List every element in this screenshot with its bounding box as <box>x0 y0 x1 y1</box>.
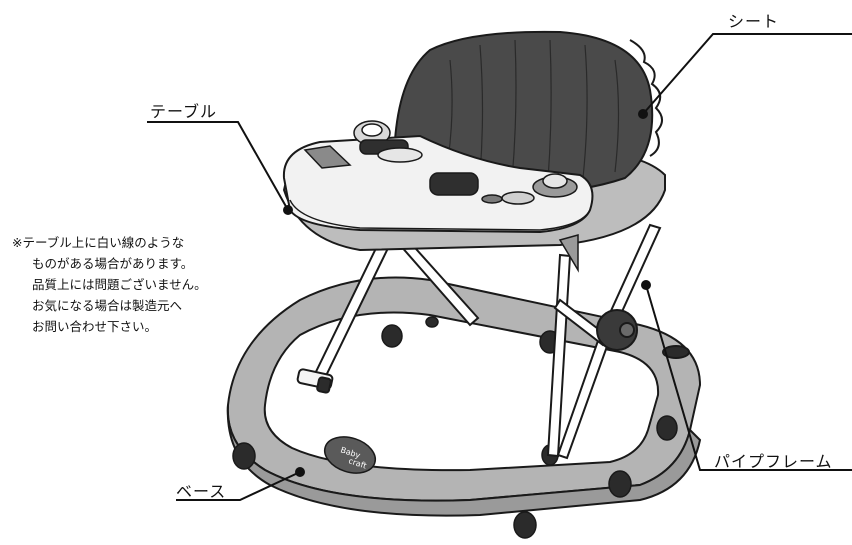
brand-logo: Baby craft <box>323 436 377 474</box>
callout-dots <box>283 109 651 477</box>
note-line: お問い合わせ下さい。 <box>32 319 158 334</box>
pipe-frame-label: パイプフレーム <box>714 452 833 471</box>
table-label: テーブル <box>150 102 218 121</box>
callout-lines <box>147 33 852 501</box>
tray-toys <box>303 120 578 205</box>
base-label: ベース <box>176 482 227 501</box>
pipe-frame <box>296 223 690 460</box>
walker-table <box>282 30 666 273</box>
note-line: ものがある場合があります。 <box>32 256 194 271</box>
seat-label: シート <box>728 12 780 31</box>
note-line: ※テーブル上に白い線のような <box>12 235 185 250</box>
note-line: 品質上には問題ございません。 <box>32 277 207 292</box>
caution-note: ※テーブル上に白い線のような ものがある場合があります。 品質上には問題ございま… <box>12 232 207 337</box>
note-line: お気になる場合は製造元へ <box>32 298 183 313</box>
